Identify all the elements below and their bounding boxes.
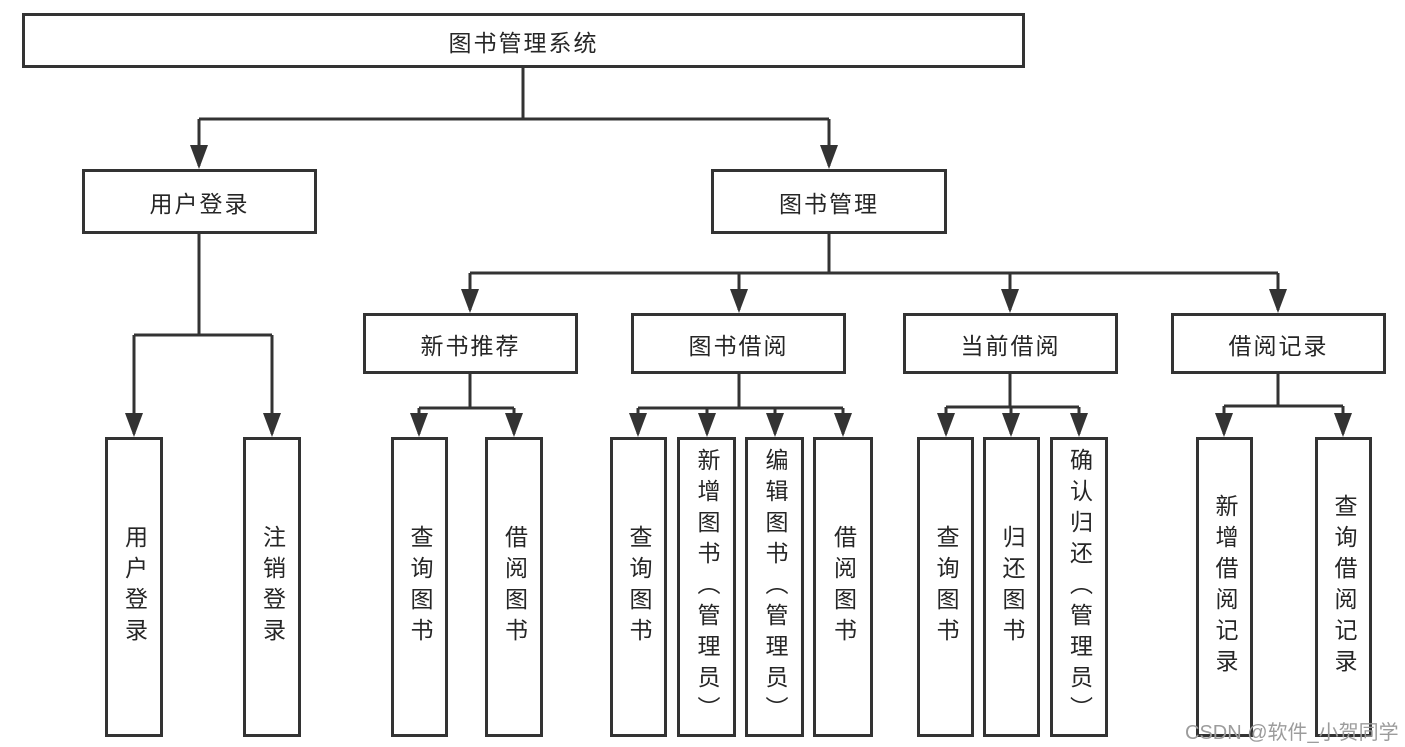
leaf-borrow-books-1: 借阅图书 xyxy=(485,437,543,737)
node-new-book-recommend: 新书推荐 xyxy=(363,313,578,374)
node-label: 借阅记录 xyxy=(1228,332,1329,359)
leaf-add-borrow-record: 新增借阅记录 xyxy=(1196,437,1253,737)
node-label: 查询图书 xyxy=(933,525,959,649)
node-label: 归还图书 xyxy=(999,525,1025,649)
node-current-borrowing: 当前借阅 xyxy=(903,313,1118,374)
leaf-query-books-3: 查询图书 xyxy=(917,437,974,737)
leaf-confirm-return-admin: 确认归还（管理员） xyxy=(1050,437,1108,737)
node-label: 用户登录 xyxy=(121,525,148,649)
leaf-query-books-1: 查询图书 xyxy=(391,437,448,737)
node-label: 图书借阅 xyxy=(688,332,789,359)
node-label: 用户登录 xyxy=(149,190,250,217)
node-label: 查询图书 xyxy=(626,525,652,649)
leaf-add-books-admin: 新增图书（管理员） xyxy=(677,437,736,737)
csdn-watermark: CSDN @软件_小贺同学 xyxy=(1185,722,1399,744)
node-label: 确认归还（管理员） xyxy=(1066,447,1093,727)
leaf-query-books-2: 查询图书 xyxy=(610,437,667,737)
node-label: 新增借阅记录 xyxy=(1212,494,1238,680)
leaf-return-books: 归还图书 xyxy=(983,437,1040,737)
leaf-edit-books-admin: 编辑图书（管理员） xyxy=(745,437,804,737)
node-label: 图书管理 xyxy=(779,190,879,217)
node-label: 注销登录 xyxy=(259,525,286,649)
leaf-query-borrow-record: 查询借阅记录 xyxy=(1315,437,1372,737)
node-label: 查询借阅记录 xyxy=(1331,494,1357,680)
node-label: 编辑图书（管理员） xyxy=(762,447,788,727)
node-book-management-branch: 图书管理 xyxy=(711,169,947,234)
node-library-management-system: 图书管理系统 xyxy=(22,13,1025,68)
node-label: 查询图书 xyxy=(407,525,433,649)
node-label: 新增图书（管理员） xyxy=(694,447,720,727)
leaf-borrow-books-2: 借阅图书 xyxy=(813,437,873,737)
leaf-user-login: 用户登录 xyxy=(105,437,163,737)
node-label: 借阅图书 xyxy=(501,525,528,649)
node-user-login-branch: 用户登录 xyxy=(82,169,317,234)
node-label: 新书推荐 xyxy=(420,332,521,359)
node-label: 当前借阅 xyxy=(960,332,1061,359)
node-borrowing-records: 借阅记录 xyxy=(1171,313,1386,374)
node-label: 借阅图书 xyxy=(830,525,857,649)
node-label: 图书管理系统 xyxy=(448,29,599,56)
leaf-logout: 注销登录 xyxy=(243,437,301,737)
node-book-borrowing: 图书借阅 xyxy=(631,313,846,374)
